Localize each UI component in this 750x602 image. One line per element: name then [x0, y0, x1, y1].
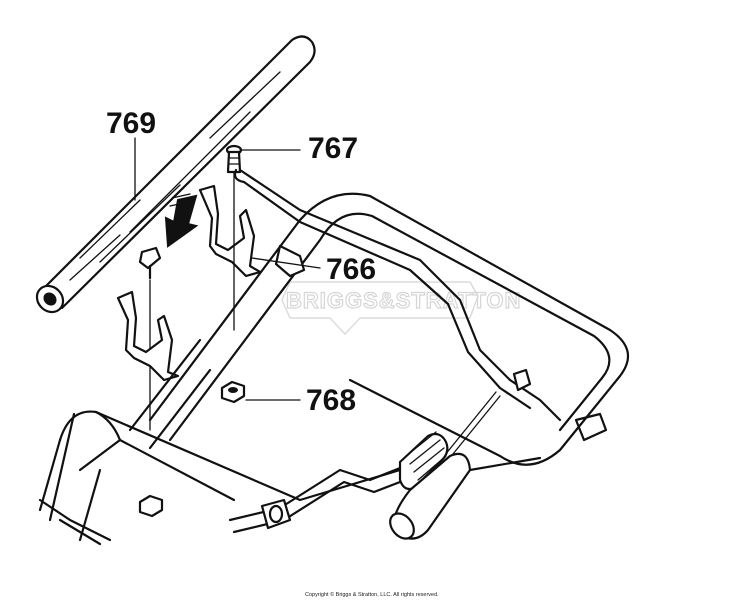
callout-766: 766 [326, 253, 376, 286]
spring-assembly [389, 431, 472, 540]
watermark-text: BRIGGS&STRATTON [286, 288, 521, 313]
nut-left [138, 494, 164, 518]
bolt-767 [225, 144, 243, 331]
handle-grip-769 [35, 35, 316, 314]
callout-769: 769 [106, 107, 156, 140]
nut-768 [220, 380, 246, 404]
copyright-notice: Copyright © Briggs & Stratton, LLC. All … [305, 592, 439, 598]
clip-bracket-right [198, 184, 262, 278]
callout-768: 768 [306, 384, 356, 417]
clip-bracket-left [116, 290, 180, 382]
install-direction-arrow [164, 193, 199, 248]
lower-linkage [228, 466, 402, 534]
callout-767: 767 [308, 132, 358, 165]
watermark-logo: BRIGGS&STRATTON [281, 281, 521, 336]
leader-lines [134, 137, 321, 401]
